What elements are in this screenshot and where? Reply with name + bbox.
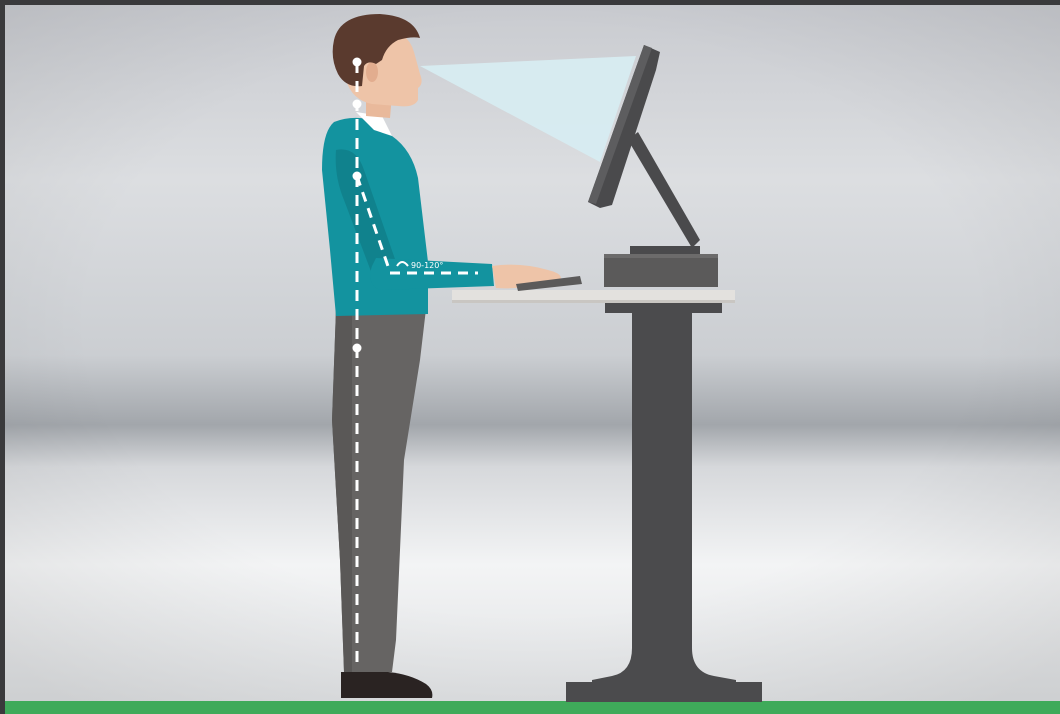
- joint-head: [353, 58, 362, 67]
- joint-hip: [353, 344, 362, 353]
- ear: [366, 62, 378, 82]
- joint-neck: [353, 100, 362, 109]
- monitor-riser: [604, 254, 718, 287]
- monitor-stand-foot: [630, 246, 700, 254]
- desk-top-edge: [452, 300, 735, 303]
- joint-shoulder: [353, 172, 362, 181]
- elbow-angle-label: 90-120°: [411, 261, 443, 270]
- monitor-riser-top: [604, 254, 718, 258]
- desk-upper-plate: [605, 303, 722, 313]
- floor-strip: [5, 701, 1060, 714]
- desk-base: [566, 682, 762, 702]
